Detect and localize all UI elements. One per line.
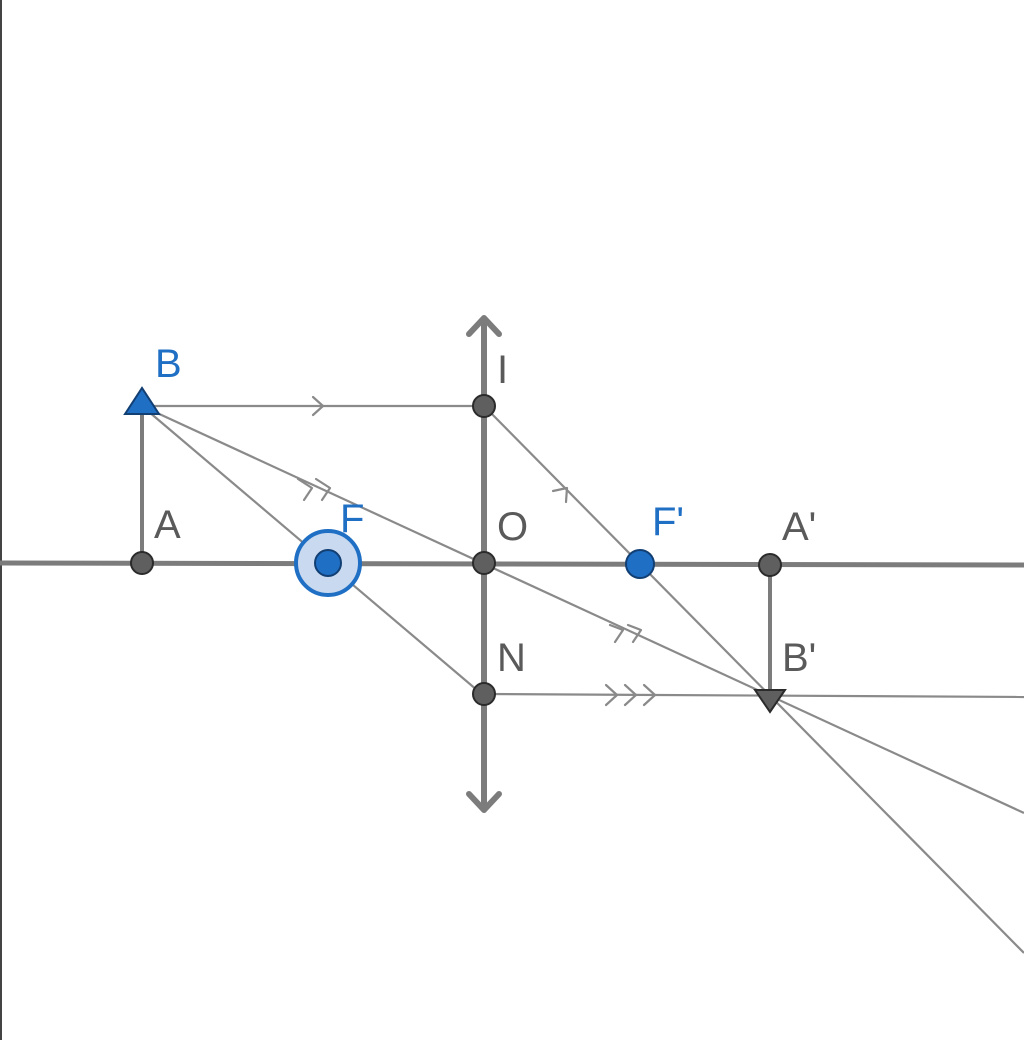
ray-direction-chevron [623, 683, 638, 707]
ray-direction-chevron [642, 683, 657, 707]
point-B-triangle[interactable] [123, 386, 161, 415]
optical-axis [0, 560, 1024, 568]
label-Aprime: A' [782, 505, 816, 549]
point-A[interactable] [130, 551, 154, 575]
ray-direction-chevron [314, 477, 332, 502]
label-Bprime: B' [782, 636, 816, 680]
ray-I-through-Fprime [483, 405, 1024, 954]
ray-direction-chevron [311, 395, 325, 417]
point-N[interactable] [472, 682, 496, 706]
ray-direction-chevron [604, 683, 619, 707]
point-F[interactable] [314, 549, 342, 577]
label-B: B [155, 342, 182, 386]
label-O: O [497, 505, 528, 549]
ray-direction-chevron [296, 477, 314, 502]
label-N: N [497, 636, 526, 680]
label-A: A [154, 503, 181, 547]
ray-N-parallel [483, 692, 1024, 699]
label-Fprime: F' [652, 500, 684, 544]
point-Aprime[interactable] [758, 553, 782, 577]
ray-direction-chevron [608, 623, 625, 644]
label-I: I [497, 348, 508, 392]
ray-B-through-O [141, 405, 1024, 814]
label-F: F [340, 497, 364, 541]
ray-direction-chevron [626, 623, 643, 644]
ray-direction-chevron [551, 486, 569, 504]
point-I[interactable] [472, 394, 496, 418]
point-Bprime-triangle[interactable] [753, 689, 787, 714]
point-Fprime[interactable] [625, 549, 655, 579]
point-O[interactable] [472, 551, 496, 575]
